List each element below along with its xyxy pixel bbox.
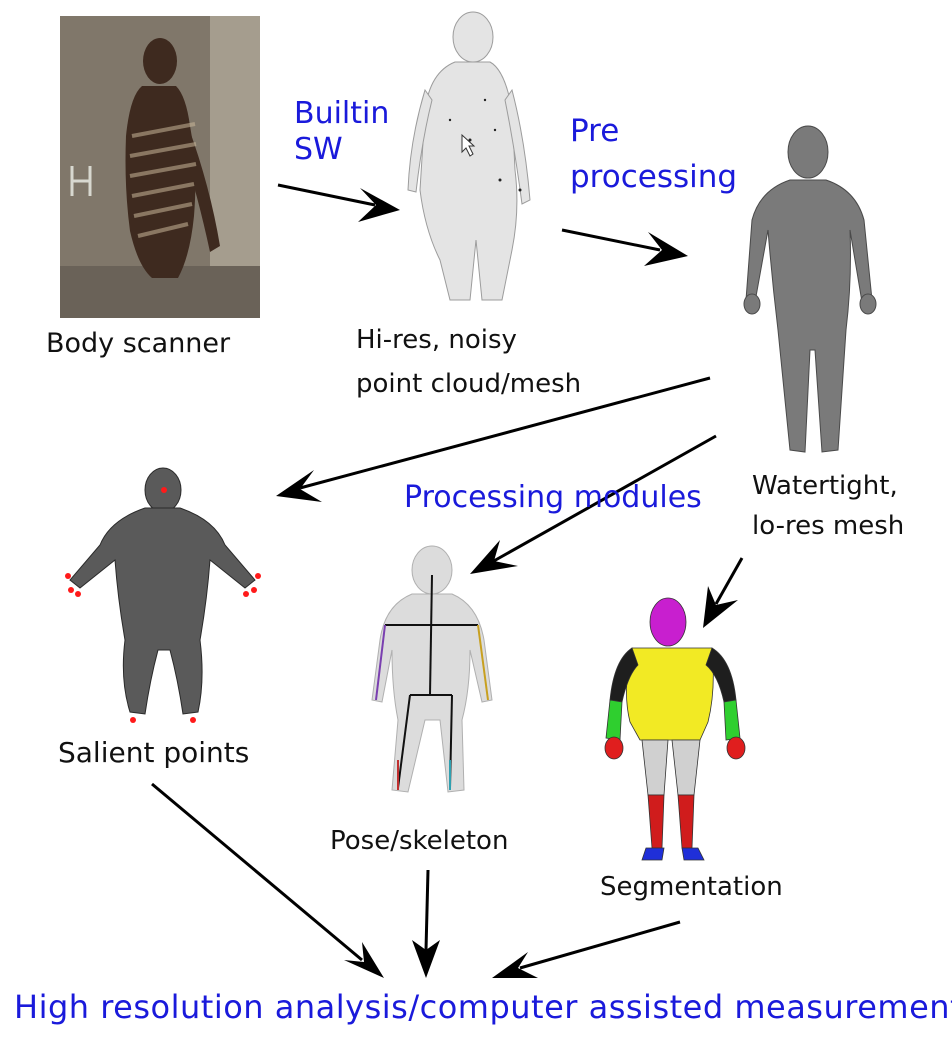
label-hires-line1: Hi-res, noisy [356, 318, 581, 362]
watertight-mesh-figure [744, 126, 876, 452]
label-segmentation: Segmentation [600, 872, 783, 902]
label-builtin-line1: Builtin [294, 96, 389, 132]
label-watertight-mesh: Watertight, lo-res mesh [752, 466, 904, 546]
arrow-scanner-to-hires [278, 185, 400, 222]
label-processing-modules: Processing modules [404, 480, 702, 515]
label-salient-points: Salient points [58, 736, 249, 769]
label-watertight-line1: Watertight, [752, 466, 904, 506]
pose-skeleton-figure [372, 546, 492, 792]
label-hires-line2: point cloud/mesh [356, 362, 581, 406]
label-pose-skeleton: Pose/skeleton [330, 826, 508, 856]
arrow-hires-to-watertight [562, 230, 688, 266]
label-preprocessing: Pre processing [570, 108, 737, 200]
label-body-scanner: Body scanner [46, 328, 230, 359]
salient-points-figure [65, 468, 261, 723]
arrow-pose-to-bottom [412, 870, 440, 978]
arrow-watertight-to-segmentation [703, 558, 742, 628]
label-hires-mesh: Hi-res, noisy point cloud/mesh [356, 318, 581, 406]
segmentation-figure [605, 598, 745, 860]
label-bottom-title: High resolution analysis/computer assist… [14, 988, 952, 1026]
label-builtin-line2: SW [294, 132, 389, 168]
label-watertight-line2: lo-res mesh [752, 506, 904, 546]
label-pre-line1: Pre [570, 108, 737, 154]
label-pre-line2: processing [570, 154, 737, 200]
arrow-segmentation-to-bottom [492, 922, 680, 978]
hires-mesh-figure [408, 12, 530, 300]
arrow-salient-to-bottom [152, 784, 384, 978]
label-builtin-sw: Builtin SW [294, 96, 389, 168]
